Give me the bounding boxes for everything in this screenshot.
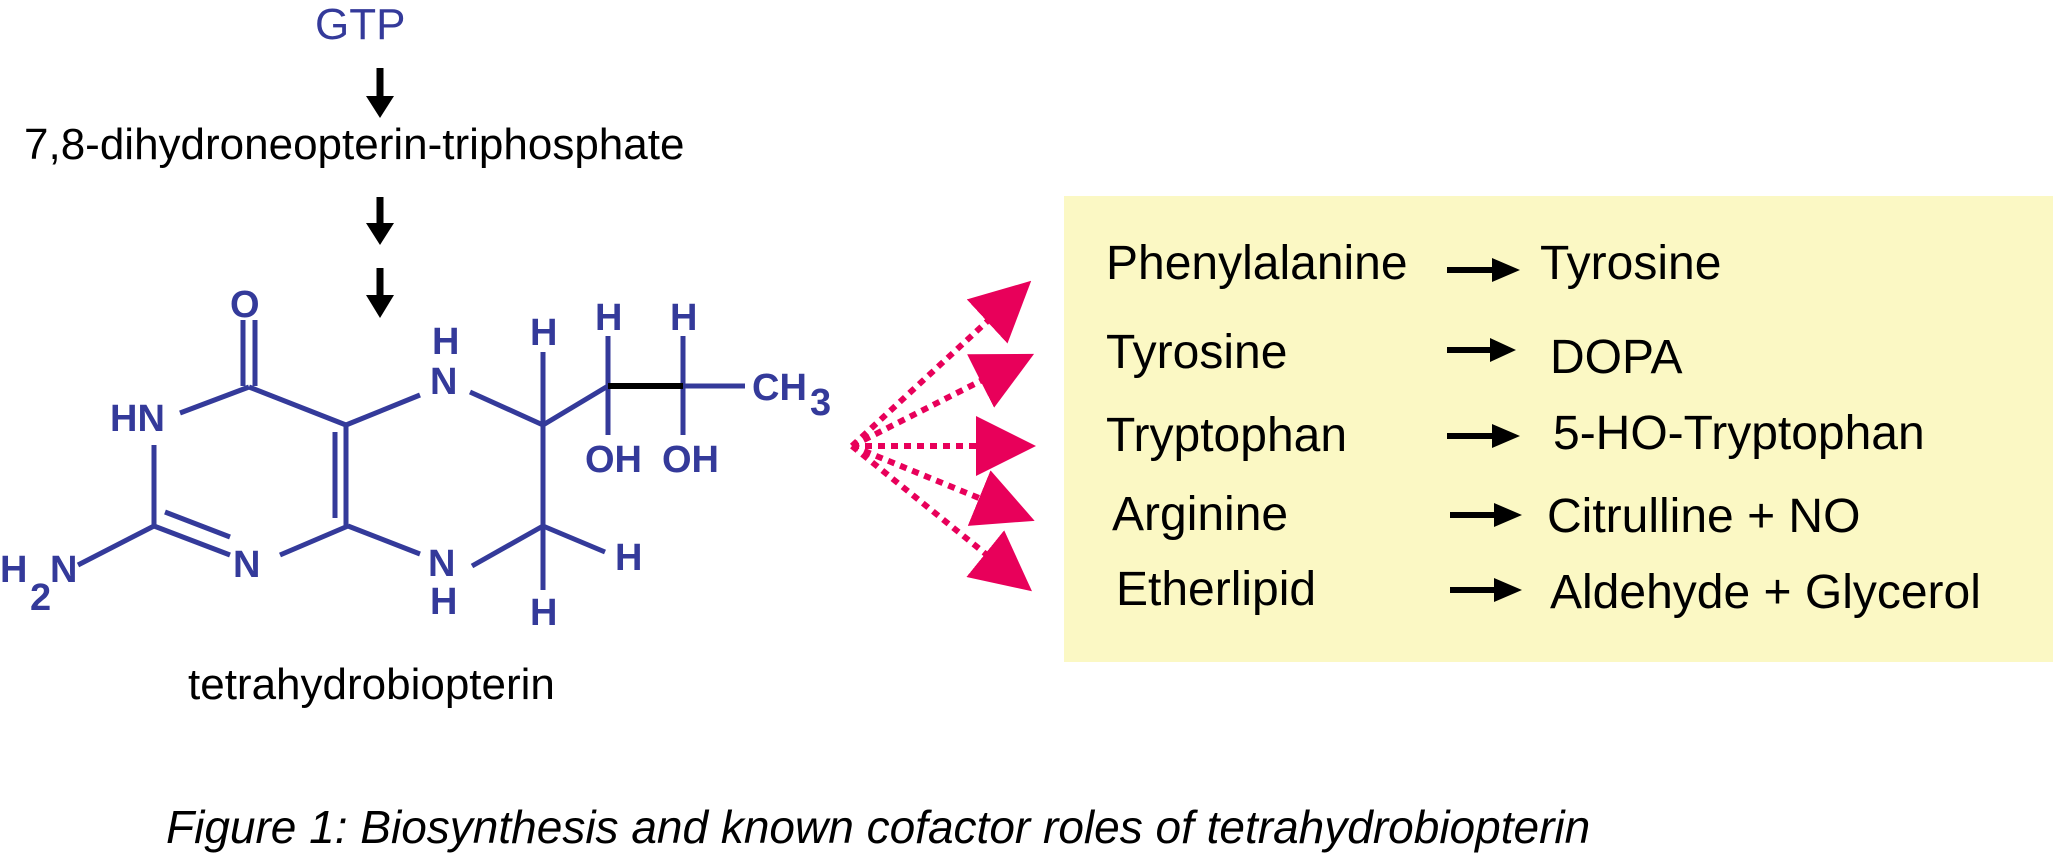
reaction-arrow bbox=[1447, 338, 1516, 362]
atom-hn: HN bbox=[110, 398, 165, 440]
reaction-substrate: Tyrosine bbox=[1106, 326, 1288, 379]
reaction-substrate: Tryptophan bbox=[1106, 409, 1348, 462]
atom-n5-h: H bbox=[432, 321, 459, 363]
reaction-product: Tyrosine bbox=[1540, 237, 1722, 290]
reaction-substrate: Arginine bbox=[1112, 488, 1289, 541]
cofactor-reactions-box bbox=[1064, 196, 2053, 662]
atom-h2n-n: N bbox=[50, 549, 77, 591]
figure-caption: Figure 1: Biosynthesis and known cofacto… bbox=[166, 801, 1591, 853]
reaction-product: DOPA bbox=[1550, 331, 1683, 384]
reaction-arrow bbox=[1450, 503, 1522, 527]
reaction-product: Citrulline + NO bbox=[1547, 490, 1861, 543]
atom-h-c7-right: H bbox=[615, 537, 642, 579]
atom-h-side1: H bbox=[595, 297, 622, 339]
atom-ch3-subscript: 3 bbox=[810, 382, 831, 424]
reaction-product: Aldehyde + Glycerol bbox=[1550, 566, 1981, 619]
atom-ch3: CH bbox=[752, 367, 807, 409]
intermediate-label: 7,8-dihydroneopterin-triphosphate bbox=[24, 120, 685, 169]
dotted-arrow bbox=[850, 443, 1033, 592]
atom-n5: N bbox=[430, 361, 457, 403]
gtp-label: GTP bbox=[315, 0, 406, 49]
atom-n8: N bbox=[428, 543, 455, 585]
atom-o: O bbox=[230, 284, 260, 326]
pathway-arrow bbox=[366, 268, 394, 318]
atom-oh1: OH bbox=[585, 439, 642, 481]
reaction-substrate: Etherlipid bbox=[1116, 563, 1317, 616]
dotted-arrow bbox=[849, 280, 1032, 449]
tetrahydrobiopterin-structure bbox=[76, 320, 745, 590]
atom-h2n-2: 2 bbox=[30, 577, 51, 619]
reaction-product: 5-HO-Tryptophan bbox=[1553, 407, 1925, 460]
reaction-arrow bbox=[1447, 424, 1520, 448]
atom-n8-h: H bbox=[430, 581, 457, 623]
atom-n1: N bbox=[233, 544, 260, 586]
atom-oh2: OH bbox=[662, 439, 719, 481]
reaction-arrow bbox=[1450, 578, 1522, 602]
atom-h2n-h: H bbox=[0, 549, 27, 591]
reaction-substrate: Phenylalanine bbox=[1106, 237, 1408, 290]
product-label: tetrahydrobiopterin bbox=[188, 660, 555, 709]
atom-h-side2: H bbox=[670, 297, 697, 339]
reaction-arrow bbox=[1447, 258, 1520, 282]
cofactor-arrows bbox=[849, 280, 1036, 592]
atom-h-c6: H bbox=[530, 312, 557, 354]
pathway-arrow bbox=[366, 68, 394, 118]
atom-h-c7-down: H bbox=[530, 592, 557, 634]
dotted-arrow bbox=[850, 443, 1035, 526]
pathway-arrow bbox=[366, 197, 394, 245]
dotted-arrow bbox=[850, 353, 1035, 449]
